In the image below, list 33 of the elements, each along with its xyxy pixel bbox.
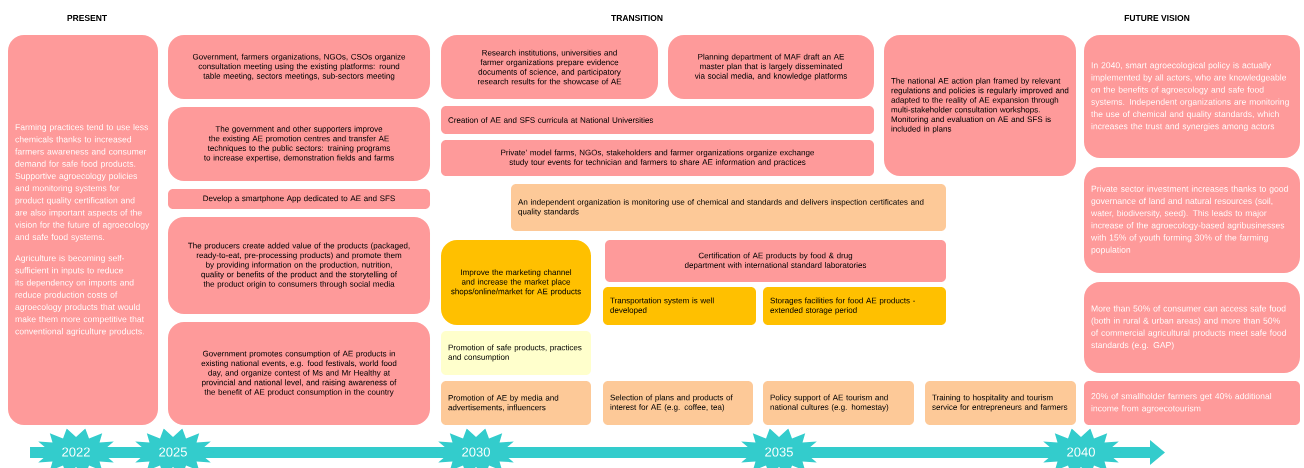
action-box: Private’ model farms, NGOs, stakeholders and farmer organizations organize exchange study tour events for technician and farmers to share AE information and practices <box>441 140 874 176</box>
action-box: Develop a smartphone App dedicated to AE and SFS <box>168 189 430 209</box>
action-box: Planning department of MAF draft an AE master plan that is largely disseminated via social media, and knowledge platforms <box>668 35 874 99</box>
year-badge: 2040 <box>1039 428 1123 468</box>
vision-box: More than 50% of consumer can access safe food (both in rural & urban areas) and more than 50% of commercial agricultural products meet safe food standards (e.g. GAP) <box>1084 282 1300 373</box>
year-badge: 2035 <box>737 428 821 468</box>
action-box: Policy support of AE tourism and national cultures (e.g. homestay) <box>763 381 914 425</box>
vision-box: Private sector investment increases thanks to good governance of land and natural resources (soil, water, biodiversity, seed). This leads to major increase of the agroecology-based agribusinesses with 15% of youth forming 30% of the farming population <box>1084 167 1300 273</box>
action-box: Promotion of AE by media and advertisements, influencers <box>441 381 591 425</box>
action-box: Certification of AE products by food & drug department with international standard laboratories <box>605 240 946 282</box>
vision-box: 20% of smallholder farmers get 40% additional income from agroecotourism <box>1084 381 1300 425</box>
action-box: The national AE action plan framed by relevant regulations and policies is regularly improved and adapted to the reality of AE expansion through multi-stakeholder consultation workshops. Monitoring and evaluation on AE and SFS is included in plans <box>884 35 1076 176</box>
year-badge: 2025 <box>131 428 215 468</box>
action-box: Government, farmers organizations, NGOs, CSOs organize consultation meeting using the existing platforms: round table meeting, sectors meetings, sub-sectors meeting <box>168 35 430 99</box>
year-badge: 2030 <box>434 428 518 468</box>
present-box: Farming practices tend to use less chemicals thanks to increased farmers awareness and consumer demand for safe food products. Supportive agroecology policies and monitoring systems for product quality certification and are also important aspects of the vision for the future of agroecology and safe food systems. Agriculture is becoming self-sufficient in inputs to reduce its dependency on imports and reduce production costs of agroecology products that would make them more competitive that conventional agriculture products. <box>8 35 158 425</box>
section-heading: PRESENT <box>67 15 107 21</box>
action-box: Government promotes consumption of AE products in existing national events, e.g. food festivals, world food day, and organize contest of Ms and Mr Healthy at provincial and national level, and raising awareness of the benefit of AE product consumption in the country <box>168 322 430 425</box>
section-heading: FUTURE VISION <box>1124 15 1190 21</box>
action-box: Selection of plans and products of interest for AE (e.g. coffee, tea) <box>603 381 753 425</box>
action-box: Training to hospitality and tourism service for entrepreneurs and farmers <box>925 381 1076 425</box>
action-box: Promotion of safe products, practices and consumption <box>441 331 591 375</box>
action-box: Transportation system is well developed <box>603 287 756 325</box>
action-box: Research institutions, universities and farmer organizations prepare evidence documents of science, and participatory research results for the showcase of AE <box>441 35 658 99</box>
action-box: Creation of AE and SFS curricula at National Universities <box>441 106 874 134</box>
year-badge: 2022 <box>34 428 118 468</box>
action-box: The producers create added value of the products (packaged, ready-to-eat, pre-processing products) and promote them by providing information on the production, nutrition, quality or benefits of the product and the storytelling of the product origin to consumers through social media <box>168 217 430 314</box>
action-box: The government and other supporters improve the existing AE promotion centres and transfer AE techniques to the public sectors: training programs to increase expertise, demonstration fields and farms <box>168 107 430 181</box>
action-box: Storages facilities for food AE products -extended storage period <box>763 287 946 325</box>
action-box: Improve the marketing channel and increase the market place shops/online/market for AE products <box>441 240 591 325</box>
action-box: An independent organization is monitoring use of chemical and standards and delivers inspection certificates and quality standards <box>511 184 946 231</box>
vision-box: In 2040, smart agroecological policy is actually implemented by all actors, who are knowledgeable on the benefits of agroecology and safe food systems. Independent organizations are monitoring the use of chemical and quality standards, which increases the trust and synergies among actors <box>1084 35 1300 158</box>
section-heading: TRANSITION <box>611 15 663 21</box>
